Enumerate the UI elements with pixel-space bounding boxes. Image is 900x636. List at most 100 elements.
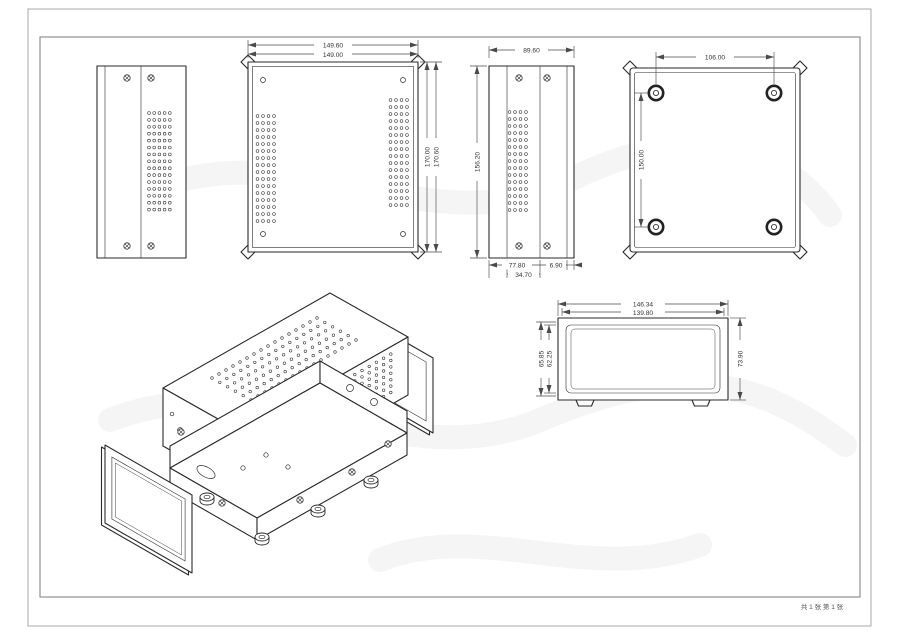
perforation-hole (255, 128, 260, 132)
perforation-hole (152, 159, 156, 163)
perforation-hole (518, 152, 523, 156)
perforation-hole (168, 132, 172, 136)
perforation-hole (367, 384, 371, 388)
perforation-hole (147, 111, 151, 115)
perforation-hole (152, 138, 156, 143)
perforation-hole (280, 336, 284, 340)
perforation-hole (405, 161, 409, 165)
perforation-hole (168, 159, 172, 163)
perforation-hole (147, 194, 151, 198)
perforation-hole (518, 159, 523, 163)
perforation-hole (304, 358, 308, 362)
perforation-hole (394, 98, 398, 102)
perforation-hole (513, 173, 517, 177)
screw-icon (543, 242, 551, 250)
perforation-hole (513, 180, 517, 184)
perforation-hole (507, 194, 512, 198)
perforation-hole (518, 173, 523, 177)
perforation-hole (261, 184, 265, 188)
perforation-hole (157, 125, 162, 129)
perforation-hole (388, 203, 393, 207)
perforation-hole (261, 163, 265, 167)
perforation-hole (405, 98, 409, 102)
perforation-hole (394, 203, 398, 207)
perforation-hole (168, 138, 172, 143)
rubber-foot-iso (199, 492, 215, 506)
perforation-hole (507, 110, 512, 114)
perforation-hole (513, 131, 517, 135)
perforation-hole (388, 140, 393, 144)
perforation-hole (232, 372, 236, 376)
perforation-hole (255, 212, 260, 216)
perforation-hole (246, 364, 250, 368)
perforation-hole (152, 132, 156, 136)
dim-label: 156.20 (475, 152, 482, 173)
perforation-hole (524, 194, 528, 198)
perforation-hole (162, 132, 167, 136)
perforation-hole (266, 170, 271, 174)
perforation-hole (388, 168, 393, 172)
perforation-hole (518, 131, 523, 135)
perforation-hole (272, 156, 276, 160)
perforation-hole (389, 352, 393, 356)
perforation-hole (261, 114, 265, 118)
perforation-hole (240, 377, 244, 381)
perforation-hole (152, 201, 156, 205)
perforation-hole (255, 177, 260, 181)
perforation-hole (317, 333, 321, 337)
perforation-hole (507, 166, 512, 170)
perforation-hole (405, 133, 409, 137)
perforation-hole (405, 203, 409, 207)
perforation-hole (394, 189, 398, 193)
perforation-hole (310, 345, 314, 349)
perforation-hole (147, 152, 151, 157)
perforation-hole (248, 390, 252, 394)
perforation-hole (388, 147, 393, 151)
perforation-hole (374, 373, 378, 377)
perforation-hole (388, 182, 393, 186)
perforation-hole (346, 334, 350, 338)
perforation-hole (399, 133, 404, 137)
dim-label: 62.25 (547, 350, 554, 367)
perforation-hole (389, 371, 393, 375)
perforation-hole (157, 118, 162, 122)
dimension-top-height: 170.00 170.60 (420, 61, 442, 253)
screw-icon (384, 440, 392, 448)
top-outline (247, 61, 419, 253)
perforation-hole (266, 135, 271, 139)
perforation-hole (245, 356, 249, 360)
perforation-hole (272, 163, 276, 167)
perforation-hole (394, 154, 398, 158)
view-side-b: 89.60 156.20 77.80 6.90 (470, 45, 582, 279)
perforation-hole (287, 332, 291, 336)
perforation-hole (266, 149, 271, 153)
vent-holes (210, 316, 358, 402)
perforation-hole (518, 117, 523, 121)
perforation-hole (272, 149, 276, 153)
perforation-hole (388, 98, 393, 102)
dim-label: 77.80 (509, 263, 526, 270)
perforation-hole (507, 208, 512, 212)
dimension-front-height: 73.90 (730, 317, 746, 401)
perforation-hole (157, 173, 162, 177)
perforation-hole (168, 166, 172, 170)
perforation-hole (168, 201, 172, 205)
perforation-hole (274, 348, 278, 352)
perforation-hole (354, 338, 358, 342)
perforation-hole (157, 159, 162, 163)
perforation-hole (311, 354, 315, 358)
perforation-hole (405, 175, 409, 179)
rubber-foot-iso (310, 504, 326, 518)
perforation-hole (507, 145, 512, 149)
perforation-hole (374, 379, 378, 384)
perforation-hole (405, 140, 409, 144)
perforation-hole (261, 121, 265, 125)
sheet-note: 共 1 张 第 1 张 (801, 602, 844, 611)
perforation-hole (303, 349, 307, 353)
perforation-hole (254, 369, 258, 373)
perforation-hole (266, 121, 271, 125)
perforation-hole (162, 118, 167, 122)
perforation-hole (308, 320, 312, 324)
exploded-view (100, 292, 434, 576)
perforation-hole (338, 329, 342, 333)
